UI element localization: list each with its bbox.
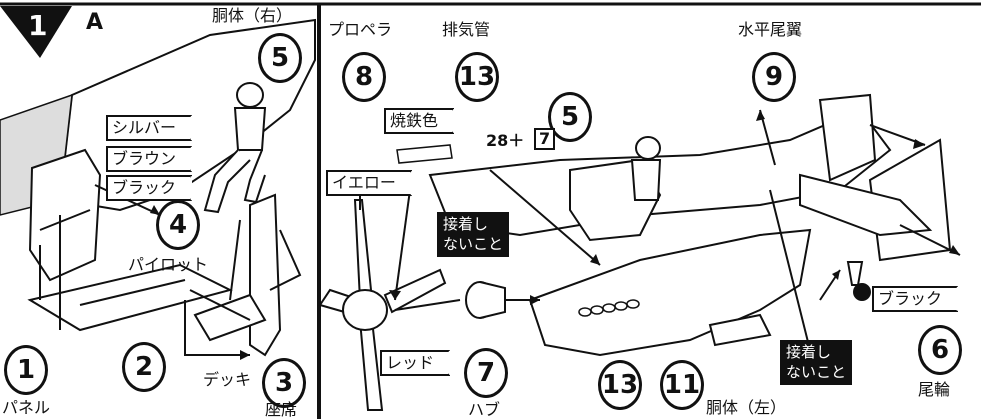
cockpit-assembly [569,136,662,242]
no-glue-note-2: 接着し ないこと [780,340,853,385]
color-tag-silver: シルバー [106,115,193,141]
propeller-label: プロペラ [328,20,393,39]
part-badge-3: 3 [262,358,306,408]
step-flag [0,6,72,58]
no-glue-note-2-line1: 接着し [786,343,832,361]
part-badge-4: 4 [156,200,200,250]
part-badge-7: 7 [464,348,508,398]
hub-label: ハブ [468,400,501,419]
step-number: 1 [28,9,48,42]
no-glue-note-2-line2: ないこと [786,362,847,381]
part-combo-box: 7 [534,128,556,150]
part-badge-13-bottom: 13 [598,360,642,410]
propeller-part [318,199,447,411]
seat-label: 座席 [265,400,298,419]
part-badge-11: 11 [660,360,704,410]
no-glue-note-1: 接着し ないこと [437,212,510,257]
color-tag-yellow: イエロー [326,170,412,196]
exhaust-pipes-lower [578,299,640,317]
fuselage-left-part [528,228,812,357]
fuselage-left-label: 胴体（左） [706,398,787,417]
no-glue-note-1-line2: ないこと [443,234,504,253]
color-tag-brown: ブラウン [106,146,193,172]
tailwheel-label: 尾輪 [918,380,951,399]
pilot-label: パイロット [128,255,209,274]
part-badge-1: 1 [4,345,48,395]
step-sub-label: A [86,10,104,35]
part-badge-8: 8 [342,52,386,102]
no-glue-note-1-line1: 接着し [443,215,489,233]
assembly-arrows-left [39,184,302,356]
part-combo: 28＋ [486,131,525,150]
horizontal-tail-label: 水平尾翼 [738,20,803,39]
color-tag-red: レッド [380,350,451,376]
part-badge-13-top: 13 [455,52,499,102]
part-badge-9: 9 [752,52,796,102]
instrument-panel-part [28,148,102,282]
part-badge-5-right: 5 [548,92,592,142]
hub-part [465,281,506,319]
fuselage-right-label: 胴体（右） [212,6,293,25]
part-badge-5-left: 5 [258,33,302,83]
color-tag-burnt-iron: 焼鉄色 [384,108,455,134]
panel-label: パネル [2,398,51,417]
exhaust-pipes-upper [396,144,453,164]
color-tag-black-right: ブラック [872,286,959,312]
part-badge-2: 2 [122,342,166,392]
part-badge-6: 6 [918,325,962,375]
tailwheel-part [846,261,871,301]
pilot-figure [203,82,267,214]
exhaust-label: 排気管 [442,20,491,39]
deck-floor-part [27,263,233,332]
arrowheads [150,110,960,360]
seat-part [193,193,282,357]
deck-label: デッキ [203,370,252,389]
color-tag-black-left: ブラック [106,175,193,201]
